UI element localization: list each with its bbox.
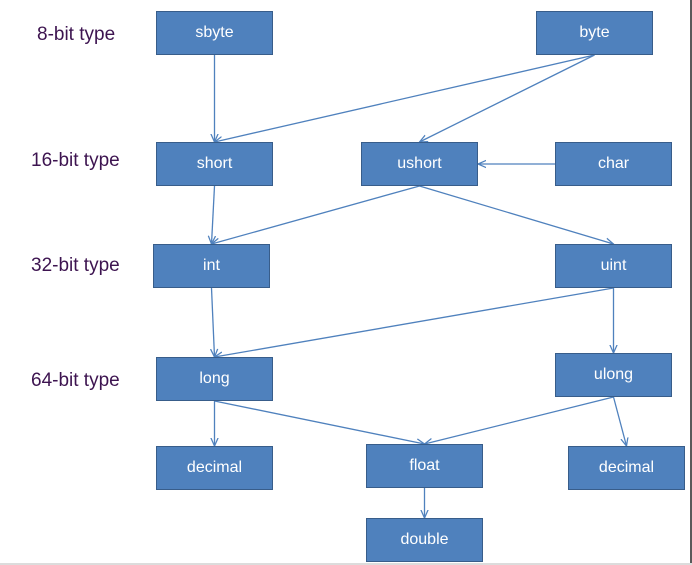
edges-layer — [212, 54, 627, 518]
label-32-bit: 32-bit type — [31, 255, 120, 276]
node-char: char — [555, 142, 672, 186]
arrow-long-to-float — [214, 400, 425, 444]
node-decimal-right: decimal — [568, 446, 685, 490]
arrow-ulong-to-float — [425, 396, 614, 444]
arrow-short-to-int — [212, 185, 215, 244]
node-double: double — [366, 518, 483, 562]
window-bottom-border — [0, 563, 692, 565]
arrow-int-to-long — [212, 287, 215, 357]
window-right-border — [690, 0, 692, 565]
node-long: long — [156, 357, 273, 401]
node-short: short — [156, 142, 273, 186]
arrow-byte-to-ushort — [420, 54, 595, 142]
arrow-ushort-to-int — [212, 185, 420, 244]
node-float: float — [366, 444, 483, 488]
label-8-bit: 8-bit type — [37, 24, 116, 45]
node-int: int — [153, 244, 270, 288]
arrow-ushort-to-uint — [419, 185, 614, 244]
node-ulong: ulong — [555, 353, 672, 397]
node-sbyte: sbyte — [156, 11, 273, 55]
label-16-bit: 16-bit type — [31, 150, 120, 171]
arrow-ulong-to-decimal-right — [612, 396, 627, 446]
arrow-uint-to-long — [215, 287, 614, 357]
node-byte: byte — [536, 11, 653, 55]
node-uint: uint — [555, 244, 672, 288]
node-ushort: ushort — [361, 142, 478, 186]
arrow-byte-to-short — [215, 54, 595, 142]
node-decimal-left: decimal — [156, 446, 273, 490]
label-64-bit: 64-bit type — [31, 370, 120, 391]
